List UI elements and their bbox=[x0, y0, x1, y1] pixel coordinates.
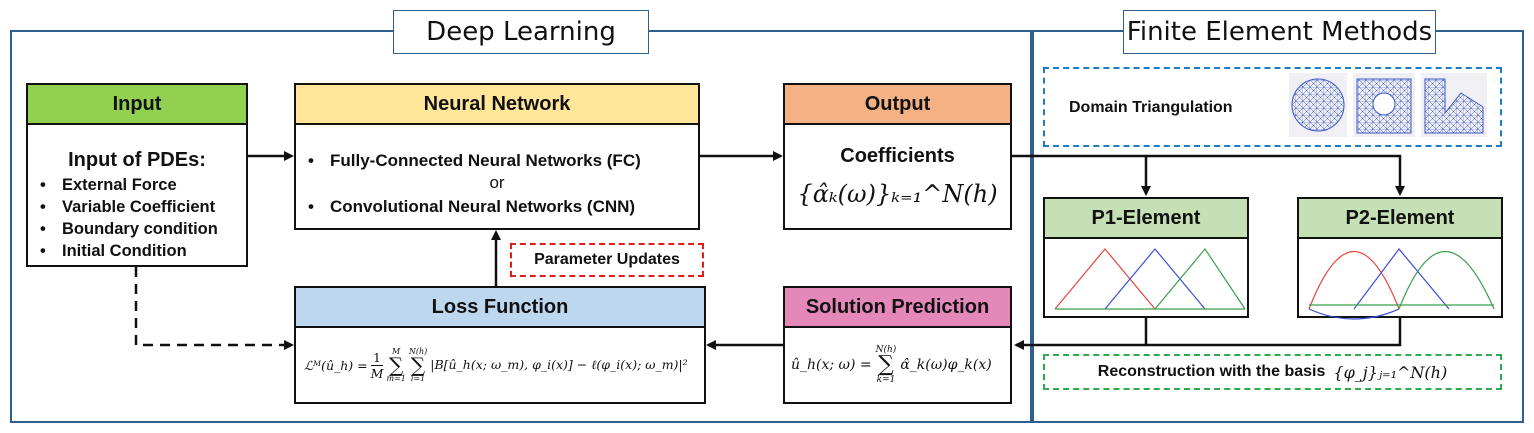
p1-element-box: P1-Element bbox=[1043, 197, 1249, 318]
mesh-lshape-domain bbox=[1424, 78, 1484, 134]
mesh-thumbnails bbox=[1289, 73, 1487, 137]
solution-sum: N(h) ∑ k=1 bbox=[875, 345, 897, 385]
loss-sum1-bot: m=1 bbox=[386, 374, 406, 383]
loss-sum1: M ∑ m=1 bbox=[386, 347, 406, 383]
parameter-updates-label: Parameter Updates bbox=[510, 243, 704, 277]
solution-prediction-box: Solution Prediction û_h(x; ω) = N(h) ∑ k… bbox=[783, 286, 1012, 404]
input-box: Input Input of PDEs: External Force Vari… bbox=[26, 83, 248, 267]
solution-formula-rhs: α̂_k(ω)φ_k(x) bbox=[900, 357, 992, 373]
list-item: Variable Coefficient bbox=[28, 196, 218, 218]
loss-fraction: 1 M bbox=[371, 350, 384, 381]
output-title: Coefficients bbox=[840, 145, 955, 167]
p2-basis-plot bbox=[1308, 248, 1495, 320]
p2-basis-red bbox=[1308, 250, 1400, 310]
arrow-output-to-p2 bbox=[1146, 154, 1405, 196]
arrow-input-to-loss-dashed bbox=[134, 267, 294, 350]
input-list: External Force Variable Coefficient Boun… bbox=[28, 174, 218, 262]
neural-network-header: Neural Network bbox=[296, 85, 698, 125]
arrow-elements-to-solution bbox=[1144, 318, 1402, 347]
loss-sum1-top: M bbox=[392, 347, 401, 356]
loss-fraction-num: 1 bbox=[371, 349, 383, 366]
arrow-output-to-p1 bbox=[1012, 154, 1151, 196]
p2-basis-blue bbox=[1308, 248, 1450, 320]
nn-item-cnn: •Convolutional Neural Networks (CNN) bbox=[308, 197, 636, 216]
loss-formula: ℒᴹ(û_h) = 1 M M ∑ m=1 N(h) ∑ i=1 |B[û_h(… bbox=[304, 332, 688, 398]
p1-basis-blue bbox=[1104, 248, 1206, 310]
output-header: Output bbox=[785, 85, 1010, 125]
list-item: Initial Condition bbox=[28, 240, 218, 262]
reconstruction-label: Reconstruction with the basis bbox=[1097, 363, 1326, 380]
nn-item-fc: •Fully-Connected Neural Networks (FC) bbox=[308, 151, 641, 170]
nn-or: or bbox=[489, 173, 505, 192]
loss-formula-rhs: |B[û_h(x; ω_m), φ_i(x)] − ℓ(φ_i(x); ω_m)… bbox=[430, 357, 688, 372]
p1-element-header: P1-Element bbox=[1045, 199, 1247, 239]
loss-formula-lhs: ℒᴹ(û_h) = bbox=[304, 357, 368, 373]
solution-formula-lhs: û_h(x; ω) = bbox=[791, 357, 872, 373]
loss-sum2: N(h) ∑ i=1 bbox=[408, 347, 428, 383]
output-box: Output Coefficients {α̂ₖ(ω)}ₖ₌₁^N(h) bbox=[783, 83, 1012, 230]
neural-network-box: Neural Network •Fully-Connected Neural N… bbox=[294, 83, 700, 230]
reconstruction-box: Reconstruction with the basis {φ_j}ⱼ₌₁^N… bbox=[1043, 354, 1502, 390]
p1-basis-plot bbox=[1054, 247, 1246, 310]
mesh-circle-domain bbox=[1291, 78, 1345, 132]
solution-sum-bot: k=1 bbox=[876, 375, 896, 385]
p2-element-header: P2-Element bbox=[1299, 199, 1501, 239]
loss-function-header: Loss Function bbox=[296, 288, 704, 328]
reconstruction-formula: {φ_j}ⱼ₌₁^N(h) bbox=[1333, 362, 1448, 382]
input-header: Input bbox=[28, 85, 246, 125]
loss-sum2-top: N(h) bbox=[408, 347, 428, 356]
p1-basis-green bbox=[1154, 247, 1246, 310]
solution-sum-top: N(h) bbox=[875, 345, 897, 355]
output-formula: {α̂ₖ(ω)}ₖ₌₁^N(h) bbox=[797, 180, 998, 208]
loss-fraction-den: M bbox=[370, 365, 384, 381]
nn-item-cnn-label: Convolutional Neural Networks (CNN) bbox=[330, 197, 636, 216]
loss-sum2-bot: i=1 bbox=[410, 374, 426, 383]
domain-triangulation-box: Domain Triangulation bbox=[1043, 67, 1502, 147]
solution-formula: û_h(x; ω) = N(h) ∑ k=1 α̂_k(ω)φ_k(x) bbox=[791, 332, 992, 398]
list-item: External Force bbox=[28, 174, 218, 196]
solution-prediction-header: Solution Prediction bbox=[785, 288, 1010, 328]
p1-basis-red bbox=[1054, 248, 1156, 310]
nn-item-fc-label: Fully-Connected Neural Networks (FC) bbox=[330, 151, 641, 170]
loss-function-box: Loss Function ℒᴹ(û_h) = 1 M M ∑ m=1 N(h)… bbox=[294, 286, 706, 404]
input-title: Input of PDEs: bbox=[68, 149, 206, 171]
domain-triangulation-label: Domain Triangulation bbox=[1069, 99, 1233, 116]
fem-title: Finite Element Methods bbox=[1123, 10, 1436, 54]
list-item: Boundary condition bbox=[28, 218, 218, 240]
p2-element-box: P2-Element bbox=[1297, 197, 1503, 320]
deep-learning-title: Deep Learning bbox=[393, 10, 649, 54]
p2-basis-green bbox=[1398, 251, 1495, 310]
